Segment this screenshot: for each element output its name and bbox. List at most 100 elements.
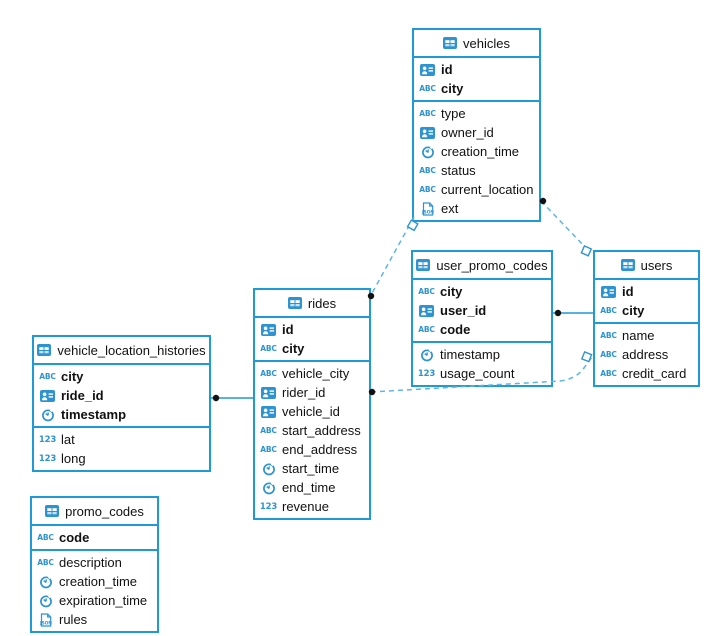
table-vehicle-location-histories-header[interactable]: vehicle_location_histories bbox=[34, 337, 209, 365]
svg-text:JSON: JSON bbox=[39, 620, 52, 626]
table-users-header[interactable]: users bbox=[595, 252, 698, 280]
relationship-vlh-rides bbox=[210, 394, 253, 402]
table-rides-header[interactable]: rides bbox=[255, 290, 369, 318]
column-row[interactable]: ABC code bbox=[413, 320, 551, 339]
column-name: usage_count bbox=[440, 366, 515, 381]
relationship-dot bbox=[212, 394, 220, 402]
column-row[interactable]: owner_id bbox=[414, 123, 539, 142]
table-vehicles[interactable]: vehicles id ABC city ABC type owner_id bbox=[412, 28, 541, 222]
column-name: rider_id bbox=[282, 385, 326, 400]
number-type-icon: 123 bbox=[38, 434, 57, 445]
table-users[interactable]: users id ABC city ABC name ABC address A… bbox=[593, 250, 700, 387]
column-name: name bbox=[622, 328, 655, 343]
column-name: city bbox=[282, 341, 305, 356]
text-type-icon: ABC bbox=[418, 287, 435, 296]
svg-text:JSON: JSON bbox=[421, 209, 434, 215]
column-row[interactable]: ABC address bbox=[595, 345, 698, 364]
clock-icon bbox=[260, 462, 277, 476]
text-type-icon: ABC bbox=[600, 350, 617, 359]
column-row[interactable]: ABC status bbox=[414, 161, 539, 180]
column-name: code bbox=[440, 322, 471, 337]
column-name: expiration_time bbox=[59, 593, 148, 608]
column-row[interactable]: ABC end_address bbox=[255, 440, 369, 459]
column-row[interactable]: ABC city bbox=[595, 301, 698, 320]
id-icon bbox=[418, 304, 435, 317]
column-row[interactable]: id bbox=[414, 60, 539, 79]
column-row[interactable]: JSON ext bbox=[414, 199, 539, 218]
relationship-square bbox=[580, 244, 593, 257]
column-name: id bbox=[441, 62, 453, 77]
table-vehicles-header[interactable]: vehicles bbox=[414, 30, 539, 58]
table-icon bbox=[416, 259, 431, 271]
column-row[interactable]: expiration_time bbox=[32, 591, 157, 610]
relationship-upc-users bbox=[552, 309, 593, 317]
column-name: vehicle_city bbox=[282, 366, 350, 381]
column-row[interactable]: ABC code bbox=[32, 528, 157, 547]
text-type-icon: ABC bbox=[37, 558, 54, 567]
column-row[interactable]: timestamp bbox=[34, 405, 209, 424]
column-name: start_time bbox=[282, 461, 340, 476]
column-row[interactable]: creation_time bbox=[32, 572, 157, 591]
column-name: id bbox=[282, 322, 294, 337]
column-row[interactable]: ride_id bbox=[34, 386, 209, 405]
column-row[interactable]: start_time bbox=[255, 459, 369, 478]
table-promo-codes[interactable]: promo_codes ABC code ABC description cre… bbox=[30, 496, 159, 633]
column-row[interactable]: ABC city bbox=[34, 367, 209, 386]
column-name: address bbox=[622, 347, 669, 362]
id-icon bbox=[419, 63, 436, 76]
clock-icon bbox=[418, 348, 435, 362]
column-name: vehicle_id bbox=[282, 404, 340, 419]
clock-icon bbox=[419, 145, 436, 159]
table-user-promo-codes[interactable]: user_promo_codes ABC city user_id ABC co… bbox=[411, 250, 553, 387]
id-icon bbox=[39, 389, 56, 402]
column-row[interactable]: ABC city bbox=[255, 339, 369, 358]
column-row[interactable]: id bbox=[255, 320, 369, 339]
column-name: city bbox=[440, 284, 463, 299]
column-row[interactable]: JSON rules bbox=[32, 610, 157, 629]
table-rides[interactable]: rides id ABC city ABC vehicle_city rider… bbox=[253, 288, 371, 520]
column-row[interactable]: ABC start_address bbox=[255, 421, 369, 440]
column-row[interactable]: ABC description bbox=[32, 553, 157, 572]
table-promo-codes-header[interactable]: promo_codes bbox=[32, 498, 157, 526]
column-row[interactable]: 123 lat bbox=[34, 430, 209, 449]
table-user-promo-codes-header[interactable]: user_promo_codes bbox=[413, 252, 551, 280]
column-row[interactable]: end_time bbox=[255, 478, 369, 497]
column-name: rules bbox=[59, 612, 88, 627]
table-vehicle-location-histories[interactable]: vehicle_location_histories ABC city ride… bbox=[32, 335, 211, 472]
column-row[interactable]: user_id bbox=[413, 301, 551, 320]
column-name: creation_time bbox=[59, 574, 138, 589]
column-row[interactable]: ABC vehicle_city bbox=[255, 364, 369, 383]
column-row[interactable]: ABC city bbox=[413, 282, 551, 301]
column-row[interactable]: ABC credit_card bbox=[595, 364, 698, 383]
key-separator bbox=[595, 322, 698, 324]
column-name: timestamp bbox=[440, 347, 500, 362]
id-icon bbox=[419, 126, 436, 139]
text-type-icon: ABC bbox=[418, 325, 435, 334]
column-name: ride_id bbox=[61, 388, 104, 403]
column-name: current_location bbox=[441, 182, 534, 197]
text-type-icon: ABC bbox=[37, 533, 54, 542]
column-row[interactable]: timestamp bbox=[413, 345, 551, 364]
text-type-icon: ABC bbox=[419, 166, 436, 175]
column-row[interactable]: vehicle_id bbox=[255, 402, 369, 421]
table-icon bbox=[620, 259, 635, 271]
key-separator bbox=[414, 100, 539, 102]
column-row[interactable]: rider_id bbox=[255, 383, 369, 402]
column-row[interactable]: 123 usage_count bbox=[413, 364, 551, 383]
column-row[interactable]: id bbox=[595, 282, 698, 301]
column-row[interactable]: ABC city bbox=[414, 79, 539, 98]
column-name: creation_time bbox=[441, 144, 520, 159]
clock-icon bbox=[37, 575, 54, 589]
column-row[interactable]: 123 revenue bbox=[255, 497, 369, 516]
column-row[interactable]: creation_time bbox=[414, 142, 539, 161]
column-row[interactable]: 123 long bbox=[34, 449, 209, 468]
column-name: city bbox=[622, 303, 645, 318]
column-name: id bbox=[622, 284, 634, 299]
relationship-square bbox=[580, 350, 593, 363]
column-row[interactable]: ABC current_location bbox=[414, 180, 539, 199]
column-row[interactable]: ABC name bbox=[595, 326, 698, 345]
column-name: revenue bbox=[282, 499, 329, 514]
column-name: city bbox=[441, 81, 464, 96]
json-icon: JSON bbox=[419, 201, 436, 216]
column-row[interactable]: ABC type bbox=[414, 104, 539, 123]
